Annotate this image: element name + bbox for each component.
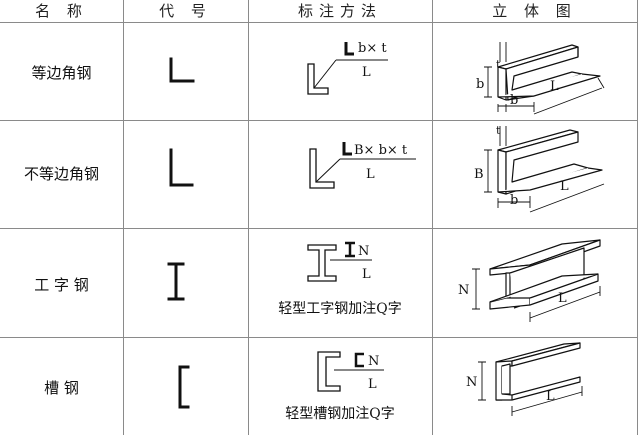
header-name: 名 称 [35,2,88,20]
angle-section-icon [309,148,335,189]
unequal-angle-width-dim: b [510,193,518,208]
i-beam-height-dim: N [458,283,469,298]
channel-notation: N L [317,351,384,392]
col-divider [123,0,124,435]
equal-angle-thick-dim: t [496,58,501,71]
unequal-angle-length: L [366,167,375,182]
row-name-i-beam: 工 字 钢 [34,276,89,294]
row-name-equal-angle: 等边角钢 [31,64,92,82]
i-section-icon [307,244,337,282]
header-notation: 标注方法 [297,2,382,20]
unequal-angle-notation: B× b× t L [309,142,416,189]
header-3d-view: 立 体 图 [492,2,577,20]
equal-angle-width-dim: b [510,93,518,108]
equal-angle-length: L [362,65,371,80]
channel-height-dim: N [466,375,477,390]
channel-length-dim: L [546,389,555,404]
unequal-angle-height-dim: B [474,167,484,182]
row-name-unequal-angle: 不等边角钢 [23,165,99,183]
channel-section-icon [317,351,341,392]
i-beam-caption: 轻型工字钢加注Q字 [278,301,402,317]
i-beam-notation: N L [307,241,372,282]
isometric-column: b t b L B t b L N L N L [458,42,605,416]
notation-column: b× t L B× b× t L N L N L [307,41,416,392]
unequal-angle-label: B× b× t [354,143,408,158]
channel-symbol [178,365,190,409]
i-beam-symbol [167,262,185,301]
channel-length: L [368,377,377,392]
row-divider [0,228,638,229]
row-divider [0,337,638,338]
row-name-channel: 槽 钢 [44,379,79,397]
channel-label: N [368,354,379,369]
i-beam-length-dim: L [558,291,567,306]
unequal-angle-thick-dim: t [496,124,501,137]
unequal-angle-3d [497,129,603,195]
unequal-angle-length-dim: L [560,179,569,194]
col-divider [432,0,433,435]
angle-section-icon [307,63,329,95]
i-beam-3d [489,239,601,310]
equal-angle-length-dim: L [550,79,559,94]
unequal-angle-symbol [169,148,194,187]
equal-angle-label: b× t [358,41,387,56]
code-symbols [167,57,195,409]
col-divider [248,0,249,435]
i-beam-label: N [358,244,369,259]
row-divider [0,120,638,121]
equal-angle-symbol [169,57,195,83]
equal-angle-3d [497,44,601,101]
i-beam-length: L [362,267,371,282]
channel-caption: 轻型槽钢加注Q字 [285,406,395,422]
row-divider [0,22,638,23]
equal-angle-height-dim: b [476,77,484,92]
equal-angle-notation: b× t L [307,41,388,95]
header-code: 代 号 [159,2,212,20]
channel-3d [495,342,581,401]
